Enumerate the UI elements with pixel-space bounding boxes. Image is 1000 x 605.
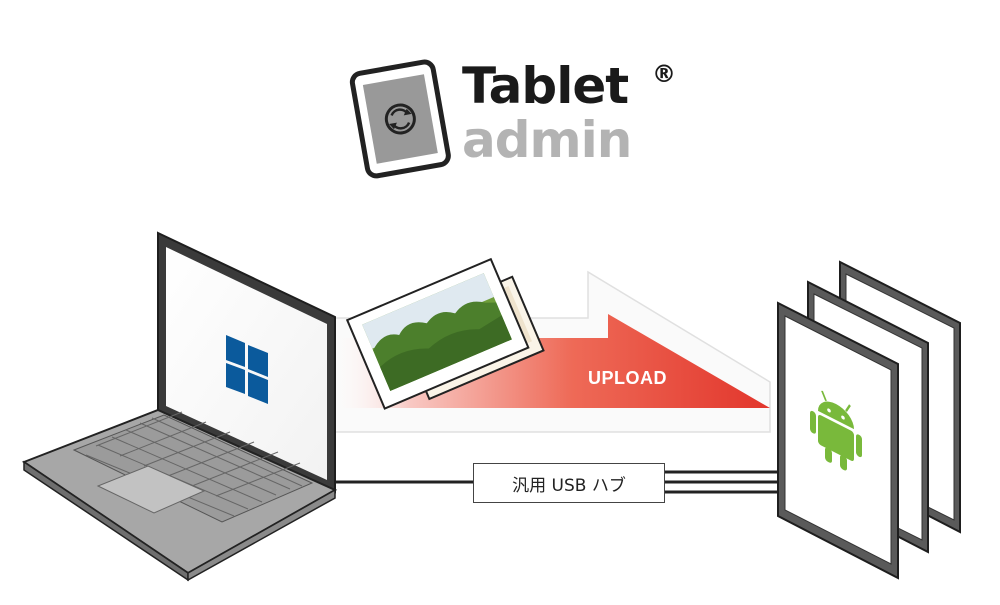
registered-mark: ® — [652, 60, 676, 88]
tablet-sync-icon — [349, 59, 451, 179]
logo-title: Tablet — [462, 57, 629, 115]
usb-hub-box: 汎用 USB ハブ — [473, 463, 665, 503]
usb-cables — [330, 470, 790, 494]
android-robot-icon — [810, 390, 862, 471]
laptop — [21, 231, 338, 582]
landscape-photo-icon — [345, 257, 545, 410]
logo-subtitle: admin — [462, 111, 632, 169]
windows-logo-icon — [226, 335, 268, 404]
upload-label: UPLOAD — [588, 368, 667, 388]
usb-hub-label: 汎用 USB ハブ — [512, 475, 626, 496]
